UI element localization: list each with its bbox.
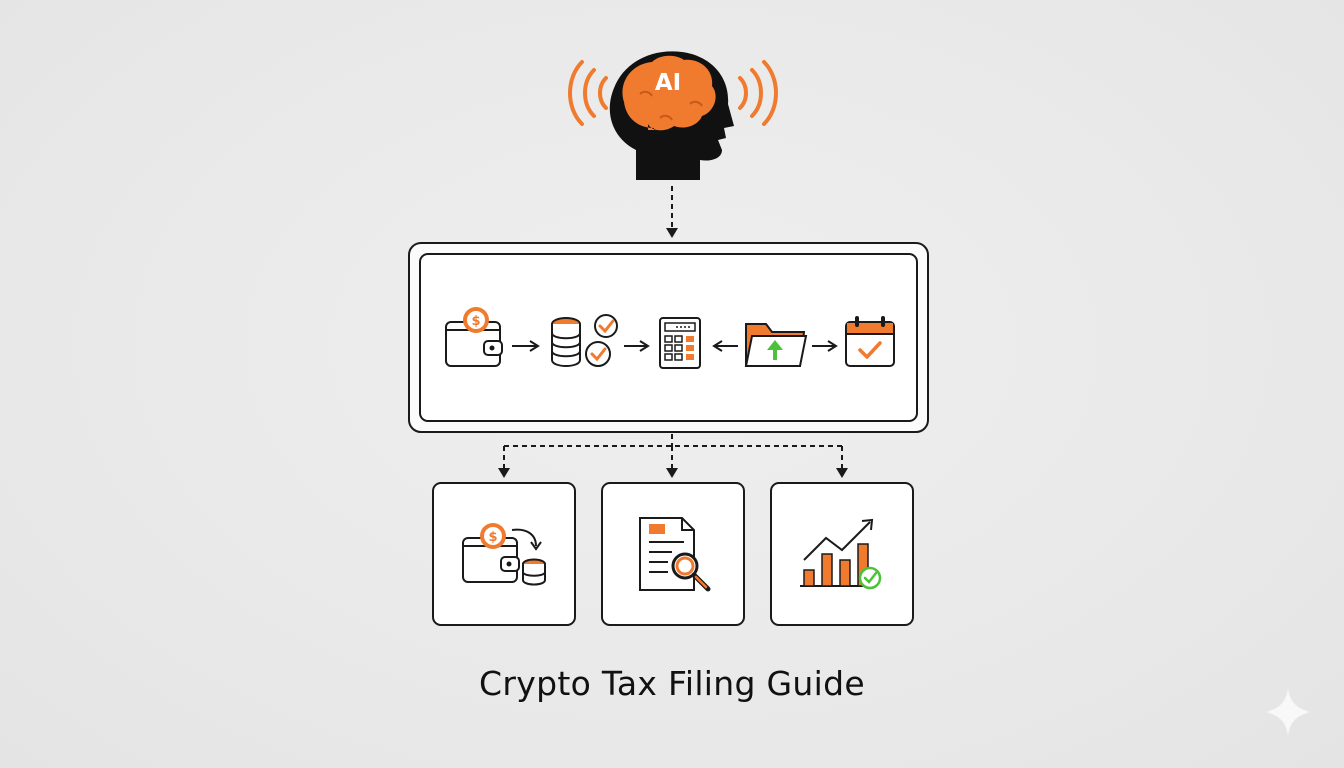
svg-text:$: $ [471, 314, 480, 329]
ai-head-icon [609, 51, 734, 181]
svg-text:$: $ [488, 530, 497, 545]
calendar-check-icon [845, 316, 895, 367]
signal-waves-right-icon [738, 60, 778, 126]
wallet-transfer-icon: $ [462, 523, 546, 586]
wallet-coin-icon: $ [445, 307, 503, 367]
coins-check-icon [551, 314, 618, 367]
document-search-icon [639, 517, 711, 592]
ai-label: AI [654, 70, 682, 96]
sparkle-icon [1266, 688, 1310, 736]
signal-waves-left-icon [568, 60, 608, 126]
folder-upload-icon [744, 323, 808, 367]
bar-chart-growth-icon [800, 518, 882, 590]
branch-connectors [503, 434, 843, 472]
brain-icon [622, 55, 716, 131]
page-title: Crypto Tax Filing Guide [479, 664, 865, 703]
result-card-chart [770, 482, 914, 626]
calculator-icon [659, 317, 701, 369]
